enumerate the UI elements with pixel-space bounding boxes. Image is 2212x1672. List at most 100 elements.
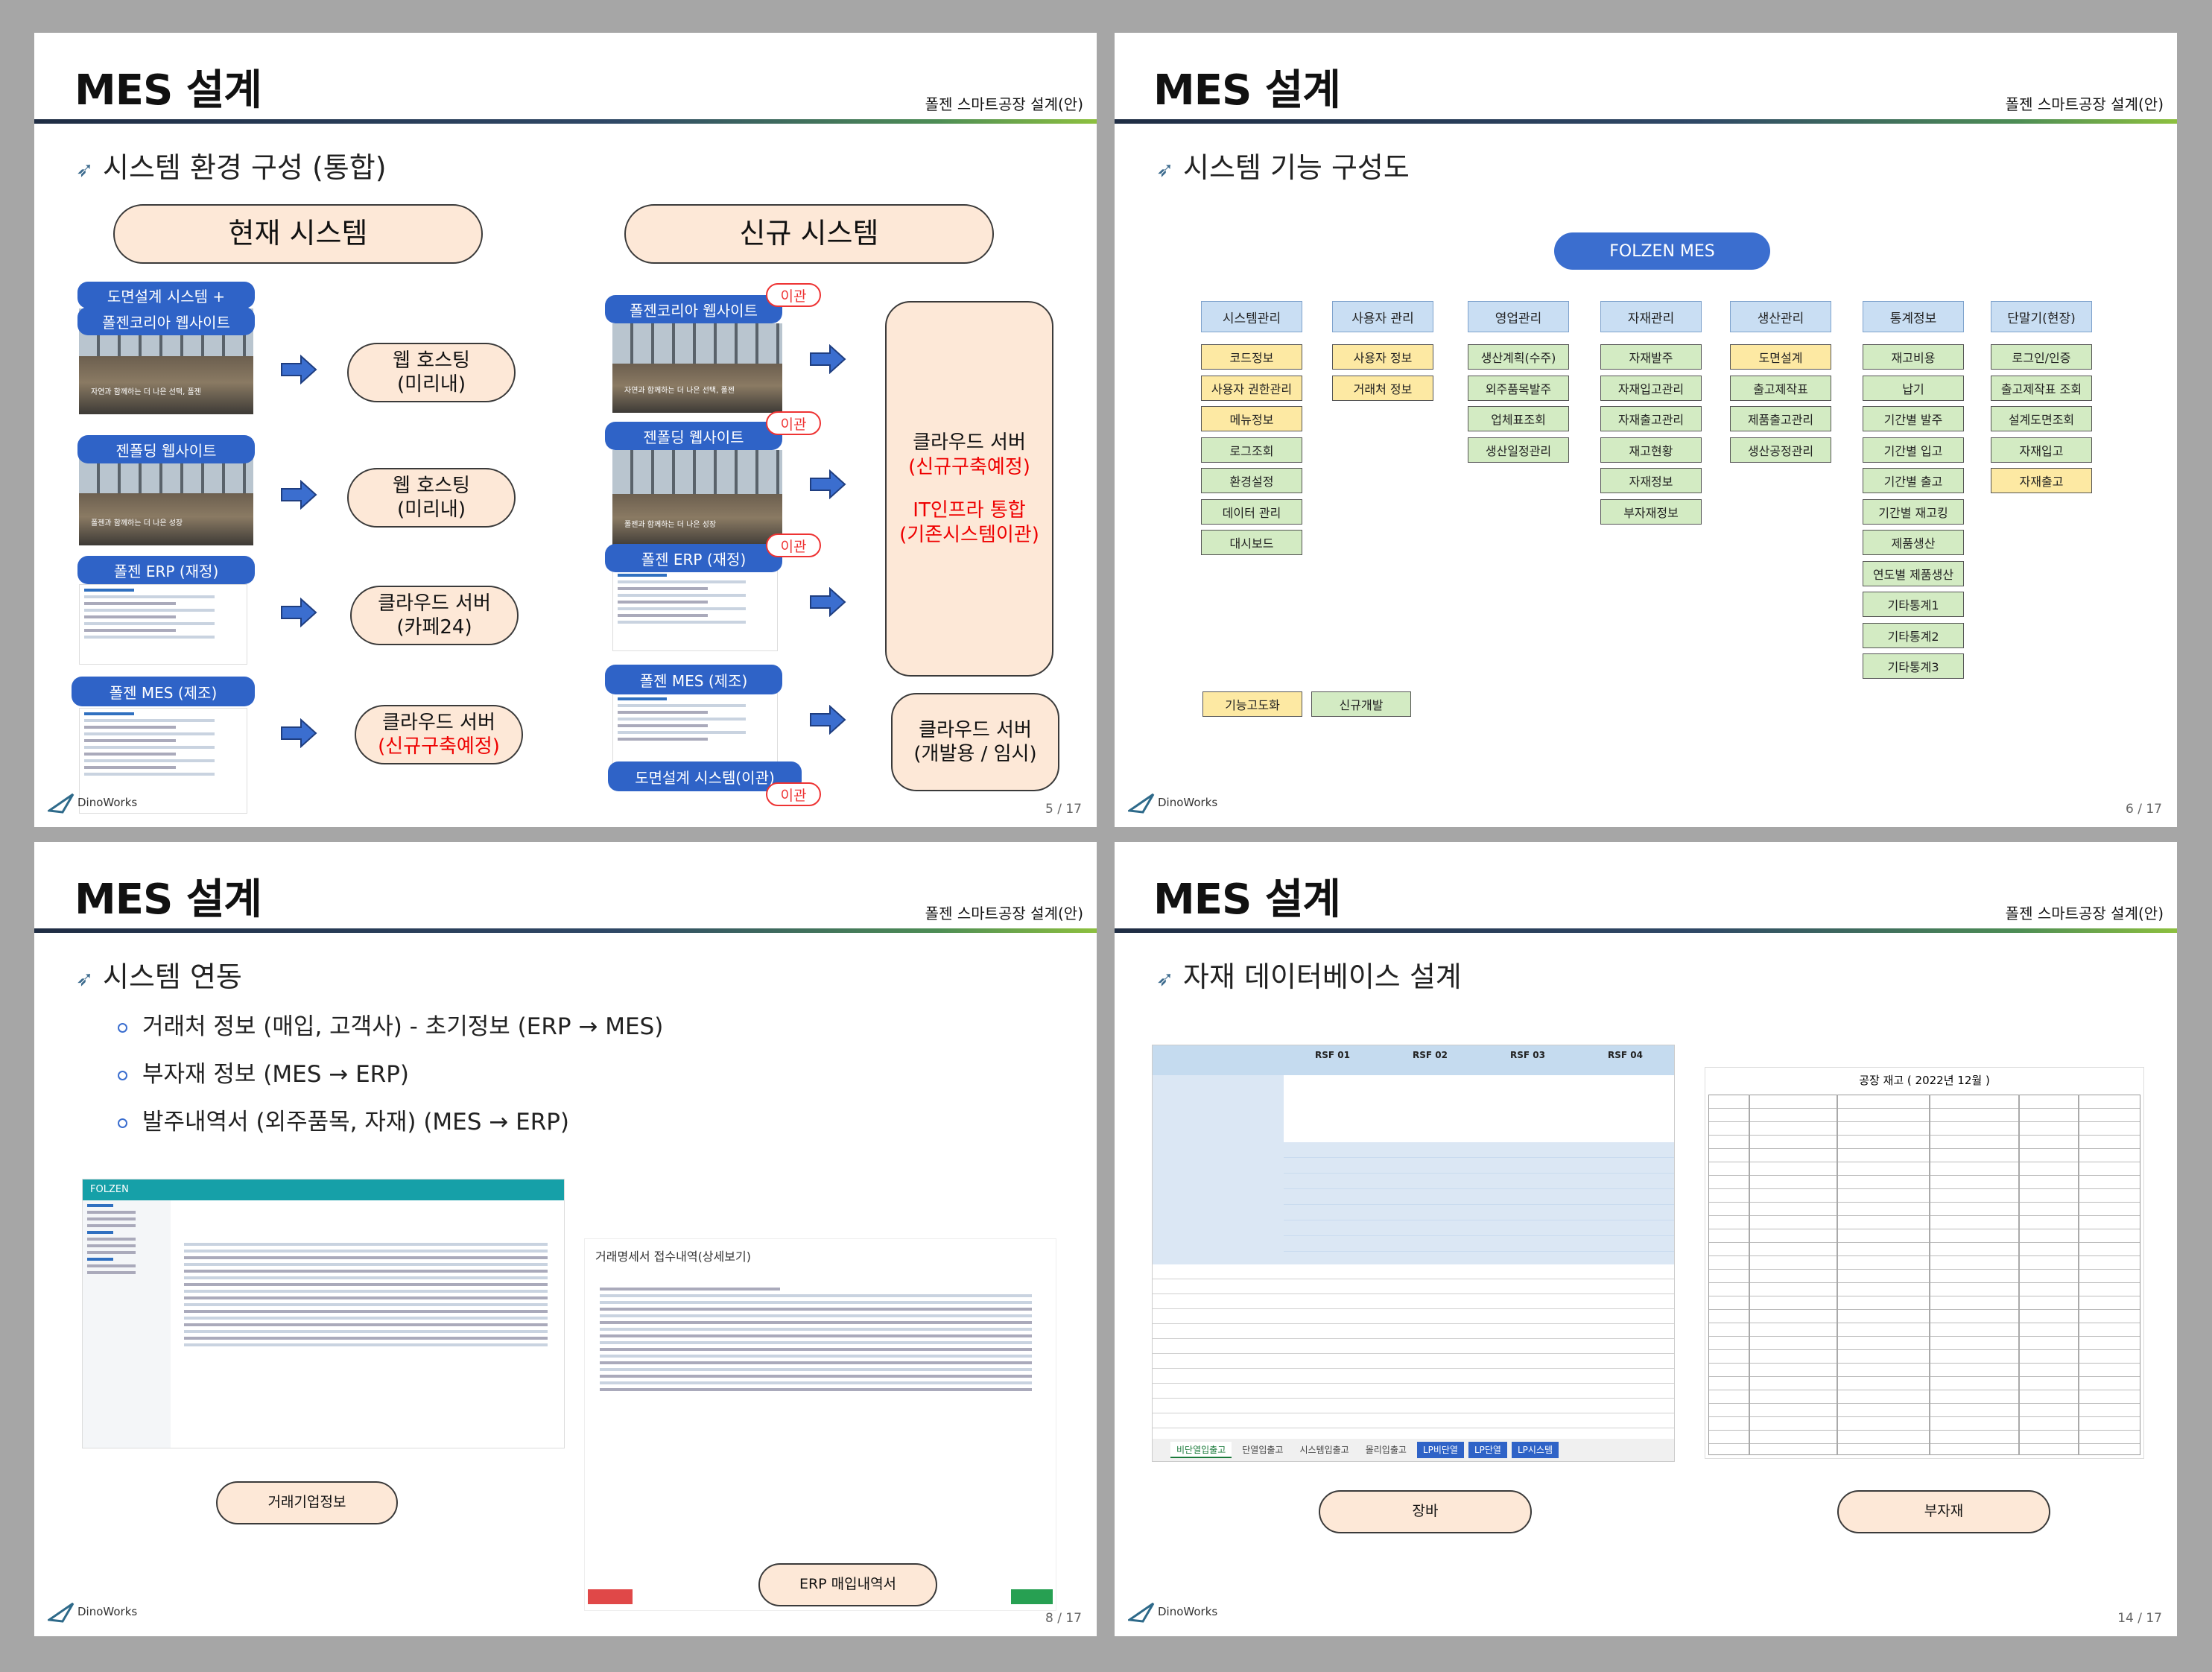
company-logo: DinoWorks: [48, 791, 145, 817]
function-column-header: 사용자 관리: [1332, 301, 1433, 332]
pill-line: (미리내): [396, 498, 466, 521]
function-item: 로그인/인증: [1991, 344, 2092, 370]
transfer-badge: 이관: [766, 782, 821, 806]
pill-line: IT인프라 통합: [913, 499, 1026, 522]
erp-screenshot: [79, 584, 247, 665]
tag-zenfolding-website: 젠폴딩 웹사이트: [77, 435, 255, 463]
tag-folzen-mes: 폴젠 MES (제조): [72, 677, 255, 706]
right-arrow-icon: [281, 598, 317, 627]
function-item: 제품출고관리: [1730, 406, 1831, 431]
slide-subtitle: 폴젠 스마트공장 설계(안): [2005, 905, 2164, 922]
pill-line: 웹 호스팅: [393, 349, 470, 372]
sheet-tab[interactable]: LP단열: [1468, 1442, 1507, 1458]
new-system-pill: 신규 시스템: [624, 204, 994, 264]
section-heading: ➶시스템 환경 구성 (통합): [76, 145, 387, 186]
right-arrow-icon: [810, 344, 846, 374]
tag-folzen-korea-website: 폴젠코리아 웹사이트: [77, 307, 255, 335]
partner-info-screenshot: FOLZEN: [82, 1179, 565, 1448]
sheet-tab[interactable]: 단열입출고: [1242, 1445, 1284, 1455]
pill-line: (개발용 / 임시): [913, 743, 1037, 765]
function-item: 자재정보: [1600, 468, 1702, 493]
right-arrow-icon: [281, 480, 317, 510]
page-number: 8 / 17: [1045, 1611, 1082, 1626]
company-logo: DinoWorks: [1128, 1600, 1225, 1626]
function-item: 도면설계: [1730, 344, 1831, 370]
function-item: 자재발주: [1600, 344, 1702, 370]
mes-screenshot: [612, 693, 778, 767]
logo-text: DinoWorks: [1158, 1605, 1218, 1618]
photo-caption: 자연과 함께하는 더 나은 선택, 폴젠: [91, 388, 201, 396]
function-item: 로그조회: [1201, 437, 1302, 463]
slide-system-integration: MES 설계 폴젠 스마트공장 설계(안) ➶시스템 연동 거래처 정보 (매입…: [34, 842, 1097, 1636]
sheet-column-header: RSF 03: [1510, 1050, 1545, 1060]
legend-new-development: 신규개발: [1311, 691, 1411, 717]
pill-line: 클라우드 서버: [919, 718, 1032, 741]
bullet-icon: [118, 1071, 127, 1080]
sheet-tab[interactable]: 비단열입출고: [1170, 1442, 1232, 1458]
photo-caption: 폴젠과 함께하는 더 나은 성장: [91, 519, 183, 528]
function-item: 재고비용: [1863, 344, 1964, 370]
function-item: 업체표조회: [1468, 406, 1569, 431]
function-item: 환경설정: [1201, 468, 1302, 493]
function-item: 기간별 재고킹: [1863, 498, 1964, 525]
page-number: 6 / 17: [2126, 802, 2162, 817]
sheet-tab[interactable]: 몰리입출고: [1365, 1445, 1407, 1455]
sheet-tab[interactable]: LP시스템: [1511, 1442, 1559, 1458]
page-number: 14 / 17: [2117, 1611, 2162, 1626]
sheet-tab[interactable]: LP비단열: [1416, 1442, 1464, 1458]
erp-screenshot: [612, 569, 778, 651]
function-item: 기간별 출고: [1863, 468, 1964, 493]
tag-zenfolding-website: 젠폴딩 웹사이트: [605, 422, 782, 450]
erp-purchase-pill: ERP 매입내역서: [758, 1563, 937, 1606]
function-item: 부자재정보: [1600, 498, 1702, 525]
bullet-item: 발주내역서 (외주품목, 자재) (MES → ERP): [118, 1103, 569, 1136]
paper-plane-icon: ➶: [1156, 157, 1174, 182]
erp-purchase-screenshot: 거래명세서 접수내역(상세보기): [584, 1238, 1056, 1611]
sheet-tab[interactable]: 시스템입출고: [1299, 1445, 1349, 1455]
cloud-server-pill: 클라우드 서버(카페24): [350, 586, 519, 645]
partner-info-pill: 거래기업정보: [216, 1481, 398, 1524]
bullet-text: 발주내역서 (외주품목, 자재) (MES → ERP): [142, 1109, 570, 1136]
photo-caption: 폴젠과 함께하는 더 나은 성장: [624, 521, 717, 529]
transfer-badge: 이관: [766, 411, 821, 435]
company-logo: DinoWorks: [1128, 791, 1225, 817]
app-brand: FOLZEN: [90, 1184, 129, 1195]
function-column-header: 영업관리: [1468, 301, 1569, 332]
bullet-text: 부자재 정보 (MES → ERP): [142, 1061, 410, 1088]
cloud-server-integrated-box: 클라우드 서버(신규구축예정)IT인프라 통합(기존시스템이관): [885, 301, 1053, 677]
tag-drawing-system: 도면설계 시스템 +: [77, 282, 255, 308]
slide-title: MES 설계: [75, 875, 262, 924]
function-item: 생산계획(수주): [1468, 344, 1569, 370]
website-photo: 폴젠과 함께하는 더 나은 성장: [79, 450, 253, 545]
website-photo: 폴젠과 함께하는 더 나은 성장: [612, 450, 782, 547]
bar-pill: 장바: [1319, 1490, 1532, 1533]
logo-text: DinoWorks: [77, 796, 138, 809]
title-rule: [34, 119, 1097, 124]
pill-line: 웹 호스팅: [393, 474, 470, 497]
section-heading-text: 시스템 연동: [103, 960, 242, 993]
slide-subtitle: 폴젠 스마트공장 설계(안): [2005, 95, 2164, 113]
sub-material-stock-table: 공장 재고 ( 2022년 12월 ): [1705, 1067, 2144, 1459]
function-item: 데이터 관리: [1201, 498, 1302, 525]
bullet-icon: [118, 1118, 127, 1128]
web-hosting-pill: 웹 호스팅(미리내): [347, 468, 516, 528]
bullet-item: 거래처 정보 (매입, 고객사) - 초기정보 (ERP → MES): [118, 1007, 663, 1041]
web-hosting-pill: 웹 호스팅(미리내): [347, 343, 516, 402]
tag-folzen-korea-website: 폴젠코리아 웹사이트: [605, 295, 782, 323]
function-item: 기타통계2: [1863, 622, 1964, 648]
pill-line: 클라우드 서버: [378, 592, 491, 615]
function-item: 자재출고: [1991, 468, 2092, 493]
function-item: 출고제작표: [1730, 375, 1831, 401]
function-item: 기타통계1: [1863, 592, 1964, 617]
right-arrow-icon: [281, 718, 317, 748]
pill-line: (카페24): [396, 616, 472, 639]
right-arrow-icon: [810, 587, 846, 617]
function-item: 납기: [1863, 375, 1964, 401]
transfer-badge: 이관: [766, 533, 821, 557]
function-item: 메뉴정보: [1201, 406, 1302, 431]
function-item: 거래처 정보: [1332, 375, 1433, 401]
paper-plane-icon: ➶: [76, 157, 94, 182]
title-rule: [1115, 928, 2177, 933]
